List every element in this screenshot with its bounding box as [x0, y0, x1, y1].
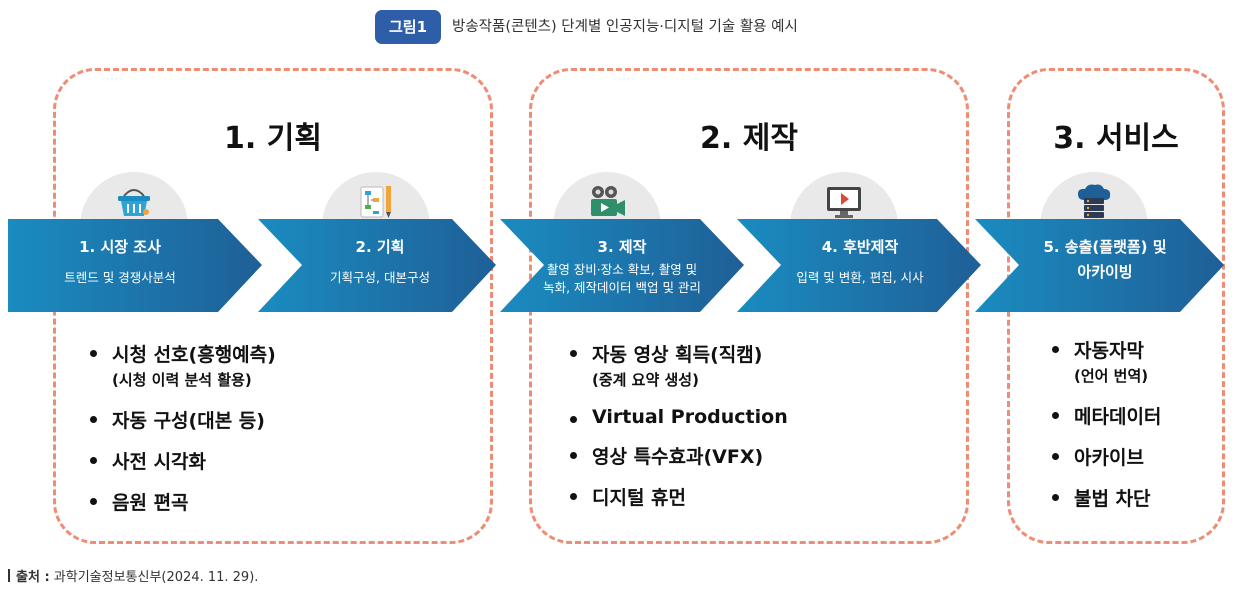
bullet-sub: (언어 번역)	[1074, 367, 1149, 385]
list-item: 시청 선호(흥행예측) (시청 이력 분석 활용)	[90, 340, 276, 390]
source-note: 출처 : 과학기술정보통신부(2024. 11. 29).	[8, 566, 258, 585]
bullet-text: 자동 영상 획득(직캠)	[592, 344, 763, 366]
bullet-text: 불법 차단	[1074, 488, 1151, 510]
bullet-text: 영상 특수효과(VFX)	[592, 446, 764, 468]
figure-badge: 그림1	[375, 10, 441, 44]
step-4: 4. 후반제작 입력 및 변환, 편집, 시사	[770, 219, 950, 312]
step-title: 3. 제작	[597, 238, 647, 256]
bullet-text: 아카이브	[1074, 447, 1144, 469]
figure-header: 그림1 방송작품(콘텐츠) 단계별 인공지능·디지털 기술 활용 예시	[0, 10, 1248, 44]
step-title: 5. 송출(플랫폼) 및	[1043, 238, 1167, 256]
step-desc: 입력 및 변환, 편집, 시사	[796, 270, 924, 285]
bullet-text: 시청 선호(흥행예측)	[112, 344, 276, 366]
chevron-step-2	[258, 219, 496, 312]
step-3: 3. 제작 촬영 장비·장소 확보, 촬영 및 녹화, 제작데이터 백업 및 관…	[522, 219, 722, 312]
list-item: 메타데이터	[1052, 402, 1161, 429]
step-desc: 기획구성, 대본구성	[330, 270, 430, 285]
chevron-step-4	[737, 219, 981, 312]
chevron-step-1	[8, 219, 262, 312]
bullet-text: 자동자막	[1074, 340, 1144, 362]
step-title: 1. 시장 조사	[79, 238, 161, 256]
bullet-sub: (중계 요약 생성)	[592, 371, 699, 389]
service-bullets: 자동자막 (언어 번역) 메타데이터 아카이브 불법 차단	[1052, 336, 1161, 511]
process-chevron-band	[8, 219, 1224, 312]
list-item: 자동자막 (언어 번역)	[1052, 336, 1161, 386]
list-item: Virtual Production	[570, 406, 788, 428]
list-item: 자동 영상 획득(직캠) (중계 요약 생성)	[570, 340, 788, 390]
bullet-text: 음원 편곡	[112, 492, 189, 514]
production-bullets: 자동 영상 획득(직캠) (중계 요약 생성) Virtual Producti…	[570, 340, 788, 510]
chevron-step-5	[975, 219, 1224, 312]
step-2: 2. 기획 기획구성, 대본구성	[290, 219, 470, 312]
flowchart-pencil-icon	[360, 186, 391, 218]
video-camera-icon	[591, 186, 625, 216]
step-5: 5. 송출(플랫폼) 및 아카이빙	[1005, 219, 1205, 312]
bullet-text: 자동 구성(대본 등)	[112, 410, 265, 432]
list-item: 음원 편곡	[90, 488, 276, 515]
video-monitor-icon	[827, 187, 861, 218]
bullet-text: 메타데이터	[1074, 406, 1162, 428]
list-item: 영상 특수효과(VFX)	[570, 442, 788, 469]
step-desc: 녹화, 제작데이터 백업 및 관리	[543, 280, 701, 295]
source-label: 출처 :	[16, 570, 50, 585]
list-item: 디지털 휴먼	[570, 483, 788, 510]
bullet-text: 디지털 휴먼	[592, 487, 687, 509]
list-item: 불법 차단	[1052, 484, 1161, 511]
planning-bullets: 시청 선호(흥행예측) (시청 이력 분석 활용) 자동 구성(대본 등) 사전…	[90, 340, 276, 515]
bullet-text: 사전 시각화	[112, 451, 207, 473]
step-desc: 촬영 장비·장소 확보, 촬영 및	[546, 262, 698, 277]
chevron-step-3	[500, 219, 744, 312]
step-title-line2: 아카이빙	[1077, 263, 1133, 281]
bullet-sub: (시청 이력 분석 활용)	[112, 371, 252, 389]
list-item: 자동 구성(대본 등)	[90, 406, 276, 433]
list-item: 아카이브	[1052, 443, 1161, 470]
source-text: 과학기술정보통신부(2024. 11. 29).	[53, 570, 259, 585]
step-title: 4. 후반제작	[821, 238, 899, 256]
cloud-server-icon	[1078, 184, 1111, 218]
bullet-text: Virtual Production	[592, 406, 788, 428]
list-item: 사전 시각화	[90, 447, 276, 474]
shopping-basket-icon	[118, 189, 150, 216]
step-1: 1. 시장 조사 트렌드 및 경쟁사분석	[20, 219, 220, 312]
step-title: 2. 기획	[355, 238, 405, 256]
source-bar	[8, 569, 10, 582]
step-desc: 트렌드 및 경쟁사분석	[64, 270, 176, 285]
group-title-production: 2. 제작	[700, 121, 798, 156]
figure-title: 방송작품(콘텐츠) 단계별 인공지능·디지털 기술 활용 예시	[452, 19, 798, 35]
group-title-planning: 1. 기획	[224, 121, 322, 156]
group-title-service: 3. 서비스	[1053, 121, 1179, 156]
